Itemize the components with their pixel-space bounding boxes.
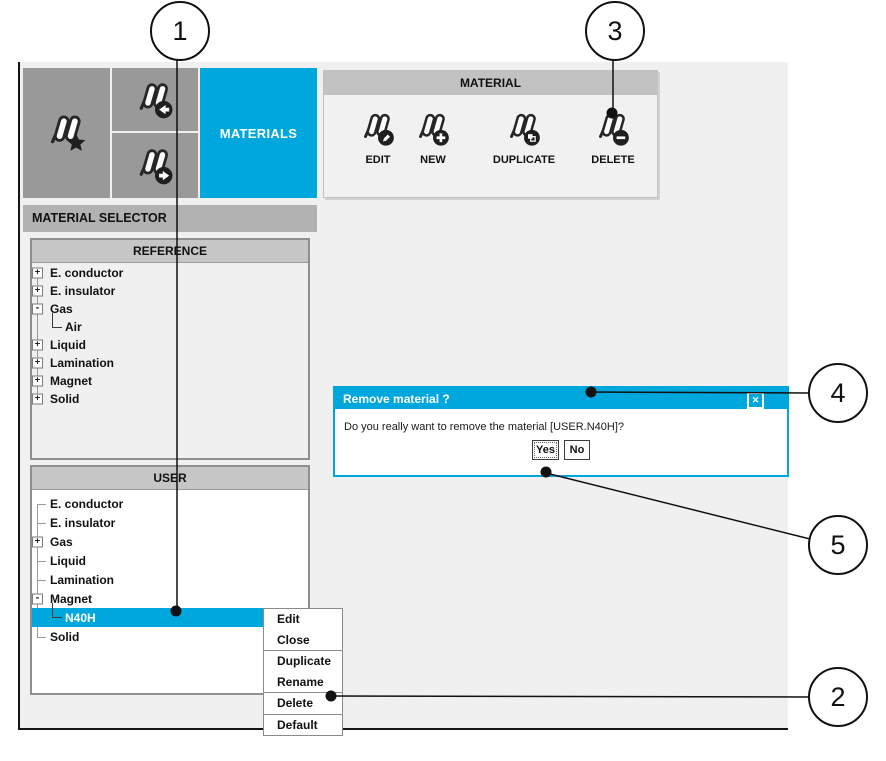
tree-item-label: Solid	[50, 629, 80, 644]
callout-3: 3	[585, 1, 645, 61]
close-icon[interactable]: ✕	[747, 392, 764, 409]
material-new-icon	[413, 109, 449, 146]
tree-item-solid[interactable]: + Solid	[32, 390, 308, 408]
context-menu-item-edit[interactable]: Edit	[277, 612, 300, 627]
material-previous-icon	[133, 78, 173, 118]
reference-tree: + E. conductor + E. insulator - Gas Air …	[32, 263, 308, 408]
tree-item-magnet[interactable]: + Magnet	[32, 372, 308, 390]
expand-plus-icon[interactable]: +	[32, 536, 43, 547]
callout-number: 3	[607, 15, 623, 46]
context-menu-item-close[interactable]: Close	[264, 630, 342, 651]
material-previous-button[interactable]	[112, 68, 198, 131]
tree-item-label: Magnet	[50, 591, 92, 606]
dialog-message: Do you really want to remove the materia…	[344, 421, 625, 433]
tree-item-air[interactable]: Air	[32, 313, 308, 336]
tree-item-e-insulator[interactable]: E. insulator	[32, 513, 308, 532]
tree-item-liquid[interactable]: Liquid	[32, 551, 308, 570]
expand-plus-icon[interactable]: +	[32, 267, 43, 279]
toolbar-button-label: EDIT	[365, 154, 391, 166]
dialog-title: Remove material ?	[343, 391, 450, 406]
context-menu: Edit Close Duplicate Rename Delete Defau…	[263, 608, 343, 736]
dialog-title-bar: Remove material ? ✕	[335, 388, 787, 409]
callout-number: 1	[172, 15, 188, 46]
material-next-button[interactable]	[112, 133, 198, 198]
tree-item-label: N40H	[65, 610, 96, 625]
toolbar-button-label: DUPLICATE	[492, 154, 556, 166]
material-duplicate-button[interactable]: DUPLICATE	[479, 109, 569, 166]
tree-item-label: E. conductor	[50, 496, 124, 511]
expand-plus-icon[interactable]: +	[32, 357, 43, 369]
tree-item-label: E. insulator	[50, 284, 116, 298]
reference-panel: REFERENCE + E. conductor + E. insulator …	[30, 238, 310, 460]
tree-item-label: Gas	[50, 534, 73, 549]
user-panel-title: USER	[32, 467, 308, 490]
tree-item-label: Liquid	[50, 553, 86, 568]
tree-item-label: Solid	[50, 392, 80, 406]
material-edit-icon	[358, 109, 394, 146]
callout-number: 5	[830, 529, 846, 560]
tree-item-gas[interactable]: - Gas	[32, 300, 308, 318]
expand-plus-icon[interactable]: +	[32, 339, 43, 351]
user-tree: E. conductor E. insulator + Gas Liquid L…	[32, 490, 308, 646]
no-button[interactable]: No	[563, 440, 590, 460]
tree-connector-line	[37, 504, 38, 637]
callout-1: 1	[150, 1, 210, 61]
tree-item-label: Air	[65, 320, 82, 334]
material-delete-icon	[593, 109, 629, 146]
expand-plus-icon[interactable]: +	[32, 285, 43, 297]
collapse-minus-icon[interactable]: -	[32, 303, 43, 315]
tree-item-magnet[interactable]: - Magnet	[32, 589, 308, 608]
tree-item-label: E. conductor	[50, 266, 124, 280]
tree-item-label: Magnet	[50, 374, 92, 388]
material-star-icon	[44, 110, 85, 151]
tree-item-lamination[interactable]: + Lamination	[32, 354, 308, 372]
tree-item-n40h-selected[interactable]: N40H	[32, 603, 308, 627]
context-menu-item-delete[interactable]: Delete	[264, 693, 342, 715]
toolbar-button-label: NEW	[420, 154, 446, 166]
material-toolbar: MATERIAL EDIT NEW DUPLICA	[323, 70, 658, 198]
callout-number: 4	[830, 377, 846, 408]
context-menu-item-default[interactable]: Default	[277, 717, 318, 732]
reference-panel-title: REFERENCE	[32, 240, 308, 263]
tree-item-gas[interactable]: + Gas	[32, 532, 308, 551]
tab-materials-label: MATERIALS	[219, 125, 298, 141]
yes-button[interactable]: Yes	[532, 440, 559, 460]
material-delete-button[interactable]: DELETE	[573, 109, 653, 166]
material-favorites-button[interactable]	[23, 68, 110, 198]
callout-5: 5	[808, 515, 868, 575]
material-selector-header: MATERIAL SELECTOR	[23, 205, 317, 232]
material-new-button[interactable]: NEW	[403, 109, 463, 166]
callout-number: 2	[830, 681, 846, 712]
tree-item-lamination[interactable]: Lamination	[32, 570, 308, 589]
context-menu-item-duplicate[interactable]: Duplicate	[277, 654, 332, 669]
callout-4: 4	[808, 363, 868, 423]
tree-item-label: E. insulator	[50, 515, 116, 530]
expand-plus-icon[interactable]: +	[32, 375, 43, 387]
collapse-minus-icon[interactable]: -	[32, 593, 43, 604]
material-toolbar-title: MATERIAL	[324, 71, 657, 95]
toolbar-button-label: DELETE	[591, 154, 635, 166]
expand-plus-icon[interactable]: +	[32, 393, 43, 405]
tab-materials[interactable]: MATERIALS	[200, 68, 317, 198]
tree-item-solid[interactable]: Solid	[32, 627, 308, 646]
tree-item-label: Liquid	[50, 338, 86, 352]
tree-item-e-conductor[interactable]: E. conductor	[32, 494, 308, 513]
remove-material-dialog: Remove material ? ✕ Do you really want t…	[333, 386, 789, 477]
material-next-icon	[133, 144, 173, 184]
dialog-buttons: Yes No	[335, 440, 787, 460]
tree-item-e-conductor[interactable]: + E. conductor	[32, 264, 308, 282]
context-menu-item-rename[interactable]: Rename	[264, 672, 342, 693]
tree-item-label: Lamination	[50, 572, 115, 587]
tree-item-label: Lamination	[50, 356, 115, 370]
callout-2: 2	[808, 667, 868, 727]
tree-item-liquid[interactable]: + Liquid	[32, 336, 308, 354]
tree-connector-line	[37, 273, 38, 399]
material-duplicate-icon	[504, 109, 540, 146]
material-edit-button[interactable]: EDIT	[348, 109, 408, 166]
tree-item-label: Gas	[50, 302, 73, 316]
tree-item-e-insulator[interactable]: + E. insulator	[32, 282, 308, 300]
